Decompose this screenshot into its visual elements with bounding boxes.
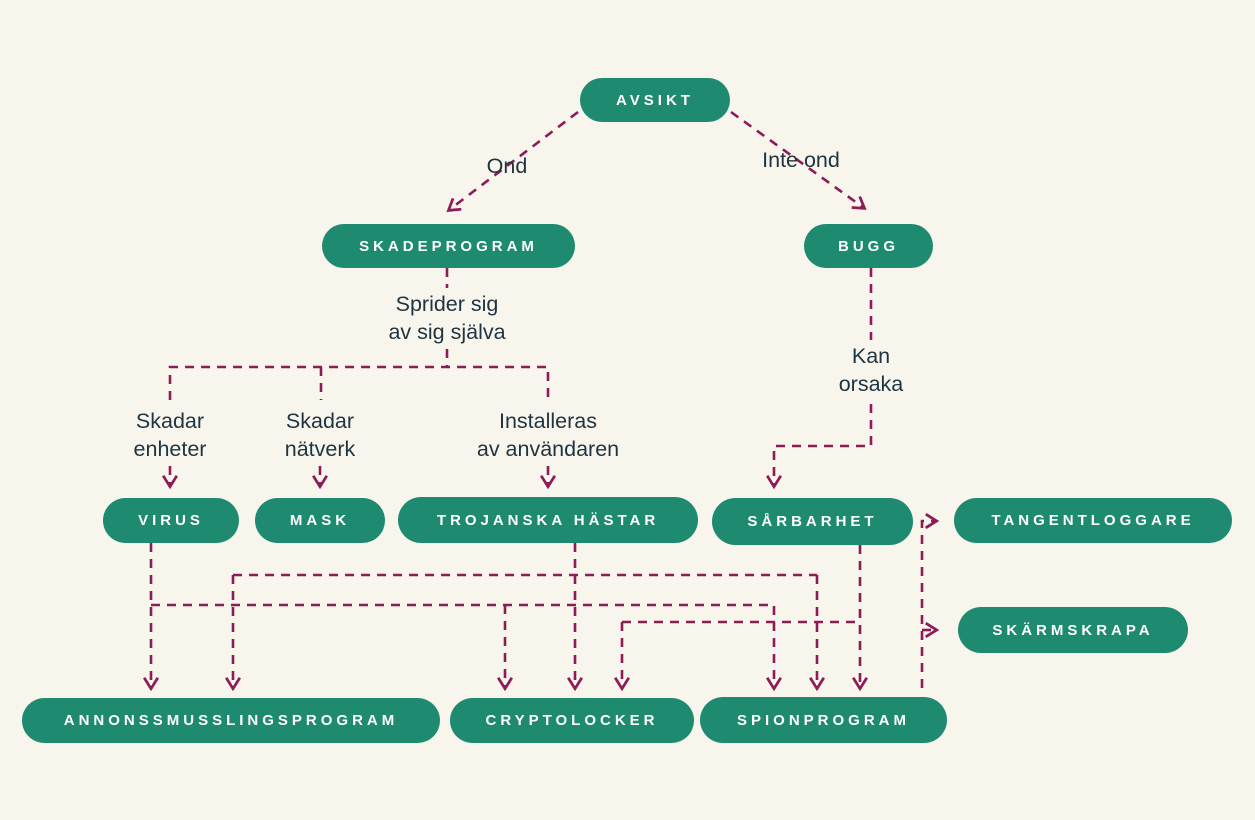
edge-label-sprider-sig: Sprider sig av sig själva: [388, 292, 506, 344]
edge-virus-spionprogram-bus: [151, 603, 782, 692]
node-annonssmusslingsprogram: ANNONSSMUSSLINGSPROGRAM: [22, 698, 440, 743]
node-tangentloggare: TANGENTLOGGARE: [954, 498, 1232, 543]
node-skarmskrapa: SKÄRMSKRAPA: [958, 607, 1188, 653]
node-cryptolocker: CRYPTOLOCKER: [450, 698, 694, 743]
edge-label-ond: Ond: [486, 154, 528, 178]
edge-label-installeras: Installeras av användaren: [476, 409, 620, 461]
node-mask: MASK: [255, 498, 385, 543]
edge-bugg-sarbarhet: [766, 404, 873, 490]
edge-label-skadar-enheter: Skadar enheter: [133, 409, 207, 461]
node-virus: VIRUS: [103, 498, 239, 543]
node-skadeprogram: SKADEPROGRAM: [322, 224, 575, 268]
edge-label-inte-ond: Inte ond: [762, 148, 840, 172]
edge-skadeprogram-branch-bus: [168, 365, 550, 400]
node-bugg: BUGG: [804, 224, 933, 268]
edge-label-skadar-natverk: Skadar nätverk: [284, 409, 356, 461]
node-avsikt: AVSIKT: [580, 78, 730, 122]
edge-label-kan-orsaka: Kan orsaka: [838, 344, 904, 396]
node-sarbarhet: SÅRBARHET: [712, 498, 913, 545]
edge-spionprogram-tangentloggare: [920, 513, 940, 688]
node-trojanska-hastar: TROJANSKA HÄSTAR: [398, 497, 698, 543]
node-spionprogram: SPIONPROGRAM: [700, 697, 947, 743]
